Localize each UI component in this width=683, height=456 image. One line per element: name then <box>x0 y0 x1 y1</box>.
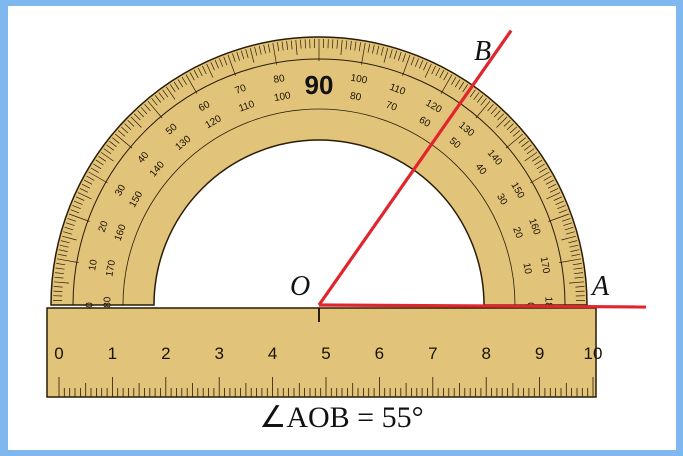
ruler-number: 1 <box>108 344 117 363</box>
protractor-outer-number: 60 <box>197 99 213 114</box>
protractor-inner-number: 30 <box>494 192 509 208</box>
protractor-outer-number: 10 <box>87 258 100 271</box>
protractor-outer-number: 100 <box>350 73 369 87</box>
protractor-outer-number: 80 <box>273 73 286 86</box>
protractor-inner-number: 170 <box>104 259 118 278</box>
protractor-inner-arc <box>122 108 516 306</box>
protractor-outer-number: 160 <box>526 217 542 237</box>
protractor-outer-number: 20 <box>97 219 111 234</box>
protractor-inner-number: 80 <box>349 91 362 104</box>
ruler-number: 0 <box>54 344 63 363</box>
ruler-ticks <box>58 377 594 397</box>
protractor-inner-number: 180 <box>103 296 114 313</box>
protractor-inner-number: 160 <box>113 223 129 243</box>
ruler: 0 1 2 3 4 5 6 7 8 9 10 <box>46 307 603 398</box>
point-o-label: O <box>290 271 310 302</box>
ruler-number: 3 <box>214 344 223 363</box>
ruler-number: 10 <box>584 344 603 363</box>
ruler-body <box>46 307 597 398</box>
protractor-inner-number: 110 <box>237 99 256 115</box>
protractor-inner-number: 70 <box>384 100 399 114</box>
protractor-outer-number: 0 <box>85 302 96 308</box>
protractor-inner-number: 10 <box>520 262 533 275</box>
ruler-number: 4 <box>268 344 277 363</box>
ruler-number: 2 <box>161 344 170 363</box>
angle-caption: ∠AOB = 55° <box>259 401 424 434</box>
point-b-label: B <box>474 36 491 67</box>
protractor-inner-number: 60 <box>417 115 433 130</box>
ruler-number: 6 <box>375 344 384 363</box>
protractor-inner-number: 100 <box>273 90 292 104</box>
ruler-number: 7 <box>428 344 437 363</box>
protractor-outer-number: 70 <box>234 83 249 97</box>
ruler-number: 8 <box>481 344 490 363</box>
protractor-body <box>50 36 588 306</box>
ruler-number: 9 <box>535 344 544 363</box>
protractor-outer-number: 30 <box>113 183 128 199</box>
ray-ob <box>317 29 513 306</box>
angle-rays <box>317 29 647 309</box>
protractor-outer-number: 170 <box>538 256 552 275</box>
ray-oa <box>318 303 647 309</box>
ruler-number: 5 <box>321 344 330 363</box>
protractor-outer-number: 110 <box>388 82 407 98</box>
protractor-inner-number: 20 <box>510 226 524 241</box>
point-a-label: A <box>590 271 610 302</box>
protractor-ninety-label: 90 <box>305 70 334 100</box>
